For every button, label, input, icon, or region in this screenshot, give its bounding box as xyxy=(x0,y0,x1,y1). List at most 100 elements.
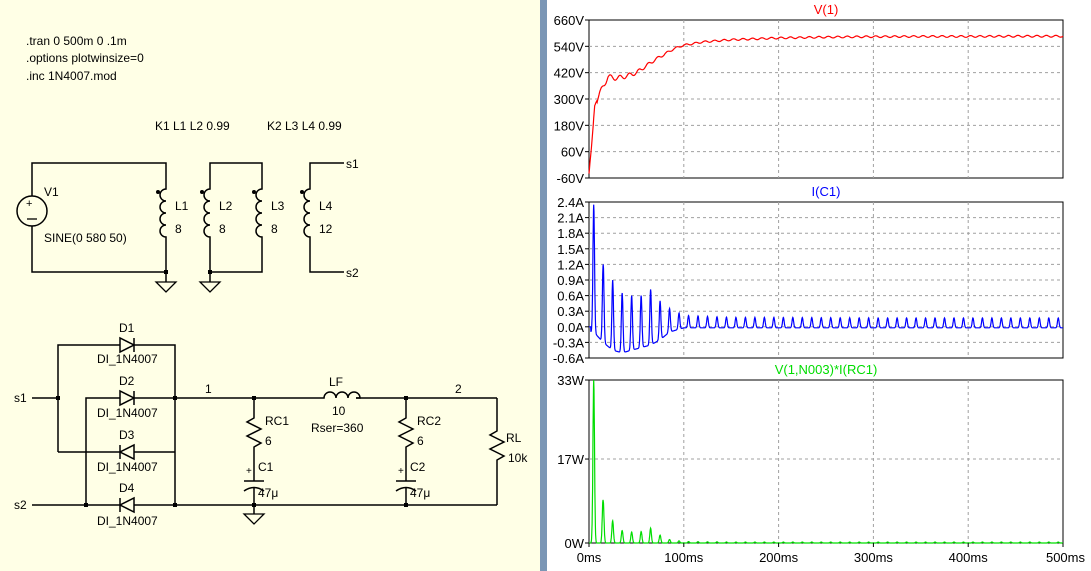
bridge-wires xyxy=(32,344,498,514)
y-tick-label: 180V xyxy=(554,118,585,133)
resistor-rl[interactable] xyxy=(488,425,506,470)
resistor-rc2[interactable] xyxy=(397,412,415,452)
component-value: SINE(0 580 50) xyxy=(44,231,127,245)
component-value: Rser=360 xyxy=(311,421,364,435)
component-label: D4 xyxy=(119,481,135,495)
y-tick-label: 300V xyxy=(554,92,585,107)
y-tick-label: -0.6A xyxy=(553,351,584,366)
waveform-trace[interactable] xyxy=(588,34,1064,174)
diode-d2[interactable] xyxy=(112,389,140,407)
component-label: D2 xyxy=(119,374,135,388)
net-label-2[interactable]: 2 xyxy=(455,382,462,396)
y-tick-label: 1.8A xyxy=(557,226,584,241)
component-label: D1 xyxy=(119,321,135,335)
schematic-editor[interactable]: .tran 0 500m 0 .1m .options plotwinsize=… xyxy=(0,0,541,571)
component-label: L2 xyxy=(219,199,233,213)
component-value: 8 xyxy=(219,222,226,236)
component-value: 12 xyxy=(319,222,333,236)
capacitor-c1[interactable] xyxy=(243,470,265,500)
component-value: 6 xyxy=(417,434,424,448)
y-tick-label: 0.3A xyxy=(557,304,584,319)
component-value: 8 xyxy=(271,222,278,236)
component-value: 47μ xyxy=(410,486,430,500)
component-label: RC2 xyxy=(417,414,441,428)
svg-text:+: + xyxy=(398,466,404,477)
y-tick-label: 33W xyxy=(557,373,584,388)
spice-directive[interactable]: .inc 1N4007.mod xyxy=(26,69,117,83)
diode-d3[interactable] xyxy=(112,443,140,461)
x-tick-label: 500ms xyxy=(1046,550,1086,565)
inductor-l2[interactable] xyxy=(203,180,211,243)
x-tick-label: 400ms xyxy=(949,550,989,565)
polarity-dots xyxy=(156,190,304,194)
x-tick-label: 300ms xyxy=(854,550,894,565)
spice-directive[interactable]: .options plotwinsize=0 xyxy=(26,51,144,65)
component-label: C2 xyxy=(410,460,426,474)
schematic-canvas[interactable]: .tran 0 500m 0 .1m .options plotwinsize=… xyxy=(0,0,540,571)
y-tick-label: -60V xyxy=(557,171,585,186)
inductor-l1[interactable] xyxy=(159,180,167,243)
coupling-directive[interactable]: K2 L3 L4 0.99 xyxy=(267,119,342,133)
component-label: L4 xyxy=(319,199,333,213)
y-tick-label: 0.0A xyxy=(557,320,584,335)
component-value: DI_1N4007 xyxy=(97,352,158,366)
y-tick-label: -0.3A xyxy=(553,335,584,350)
component-label: LF xyxy=(329,375,343,389)
component-value: DI_1N4007 xyxy=(97,460,158,474)
y-tick-label: 660V xyxy=(554,13,585,28)
plot-frame xyxy=(588,379,1064,544)
component-value: DI_1N4007 xyxy=(97,406,158,420)
inductor-l4[interactable] xyxy=(303,180,311,243)
inductor-l3[interactable] xyxy=(255,180,263,243)
coupling-directive[interactable]: K1 L1 L2 0.99 xyxy=(155,119,230,133)
trace-title[interactable]: V(1) xyxy=(814,2,839,17)
y-tick-label: 1.5A xyxy=(557,242,584,257)
component-label: D3 xyxy=(119,428,135,442)
y-tick-label: 1.2A xyxy=(557,257,584,272)
svg-text:+: + xyxy=(246,466,252,477)
x-tick-label: 200ms xyxy=(759,550,799,565)
window-splitter[interactable] xyxy=(540,0,547,571)
component-label: C1 xyxy=(258,460,274,474)
component-label: V1 xyxy=(44,185,59,199)
y-tick-label: 2.1A xyxy=(557,211,584,226)
net-label-s1[interactable]: s1 xyxy=(14,391,27,405)
component-value: 10k xyxy=(508,451,528,465)
net-label-s1[interactable]: s1 xyxy=(346,157,359,171)
diode-d1[interactable] xyxy=(112,336,140,354)
x-tick-label: 0ms xyxy=(577,550,602,565)
net-label-1[interactable]: 1 xyxy=(205,382,212,396)
y-tick-label: 0.6A xyxy=(557,289,584,304)
y-tick-label: 0W xyxy=(565,536,585,551)
y-tick-label: 0.9A xyxy=(557,273,584,288)
waveform-trace[interactable] xyxy=(589,204,1063,353)
diode-d4[interactable] xyxy=(112,496,140,514)
spice-directive[interactable]: .tran 0 500m 0 .1m xyxy=(26,34,127,48)
voltage-source-v1[interactable]: + V1 SINE(0 580 50) xyxy=(16,185,127,245)
trace-title[interactable]: V(1,N003)*I(RC1) xyxy=(775,362,878,377)
component-label: RL xyxy=(506,431,522,445)
plot-pane-2[interactable]: 2.4A2.1A1.8A1.5A1.2A0.9A0.6A0.3A0.0A-0.3… xyxy=(553,184,1064,366)
component-label: L1 xyxy=(175,199,189,213)
component-value: 47μ xyxy=(258,486,278,500)
trace-title[interactable]: I(C1) xyxy=(812,184,841,199)
component-label: RC1 xyxy=(265,414,289,428)
y-tick-label: 540V xyxy=(554,39,585,54)
component-value: 8 xyxy=(175,222,182,236)
net-label-s2[interactable]: s2 xyxy=(346,266,359,280)
component-value: 6 xyxy=(265,434,272,448)
resistor-rc1[interactable] xyxy=(245,412,263,452)
component-value: 10 xyxy=(332,404,346,418)
waveform-trace[interactable] xyxy=(589,379,1063,544)
net-label-s2[interactable]: s2 xyxy=(14,498,27,512)
x-tick-label: 100ms xyxy=(664,550,704,565)
y-tick-label: 420V xyxy=(554,66,585,81)
component-label: L3 xyxy=(271,199,285,213)
waveform-canvas[interactable]: 660V540V420V300V180V60V-60VV(1)2.4A2.1A1… xyxy=(547,0,1091,571)
capacitor-c2[interactable] xyxy=(395,470,417,500)
primary-wires xyxy=(31,162,344,282)
inductor-lf[interactable] xyxy=(318,391,361,399)
